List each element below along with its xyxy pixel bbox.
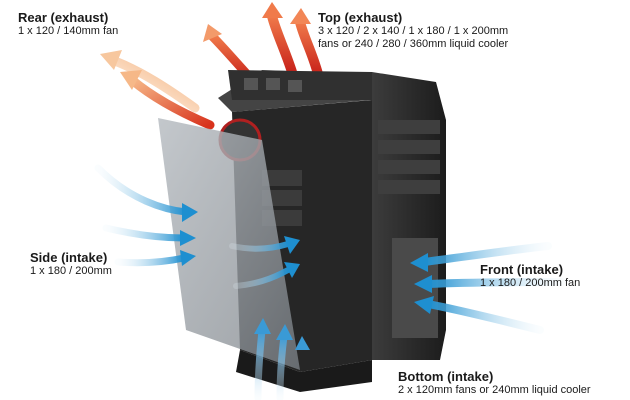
side-panel xyxy=(158,118,300,370)
front-intake-arrows xyxy=(410,242,566,334)
top-label-line-1: 3 x 120 / 2 x 140 / 1 x 180 / 1 x 200mm xyxy=(318,25,509,38)
bottom-label-title: Bottom (intake) xyxy=(398,369,494,384)
side-label-title: Side (intake) xyxy=(30,250,108,265)
front-label-title: Front (intake) xyxy=(480,262,564,277)
bottom-label: Bottom (intake) 2 x 120mm fans or 240mm … xyxy=(398,369,591,397)
pc-case xyxy=(218,70,446,392)
bottom-intake-arrows xyxy=(254,318,310,400)
top-label-title: Top (exhaust) xyxy=(318,10,403,25)
rear-exhaust-arrows xyxy=(100,50,215,130)
front-label: Front (intake) 1 x 180 / 200mm fan xyxy=(480,262,580,290)
top-label: Top (exhaust) 3 x 120 / 2 x 140 / 1 x 18… xyxy=(318,10,508,51)
rear-label-line: 1 x 120 / 140mm fan xyxy=(18,25,119,38)
front-label-line: 1 x 180 / 200mm fan xyxy=(480,277,581,290)
side-intake-arrows xyxy=(94,164,300,289)
top-exhaust-arrows xyxy=(203,2,323,85)
rear-label: Rear (exhaust) 1 x 120 / 140mm fan xyxy=(18,10,118,38)
side-label: Side (intake) 1 x 180 / 200mm xyxy=(30,250,112,278)
bottom-label-line: 2 x 120mm fans or 240mm liquid cooler xyxy=(398,384,591,397)
top-label-line-2: fans or 240 / 280 / 360mm liquid cooler xyxy=(318,38,509,51)
side-label-line: 1 x 180 / 200mm xyxy=(30,265,112,278)
rear-label-title: Rear (exhaust) xyxy=(18,10,109,25)
